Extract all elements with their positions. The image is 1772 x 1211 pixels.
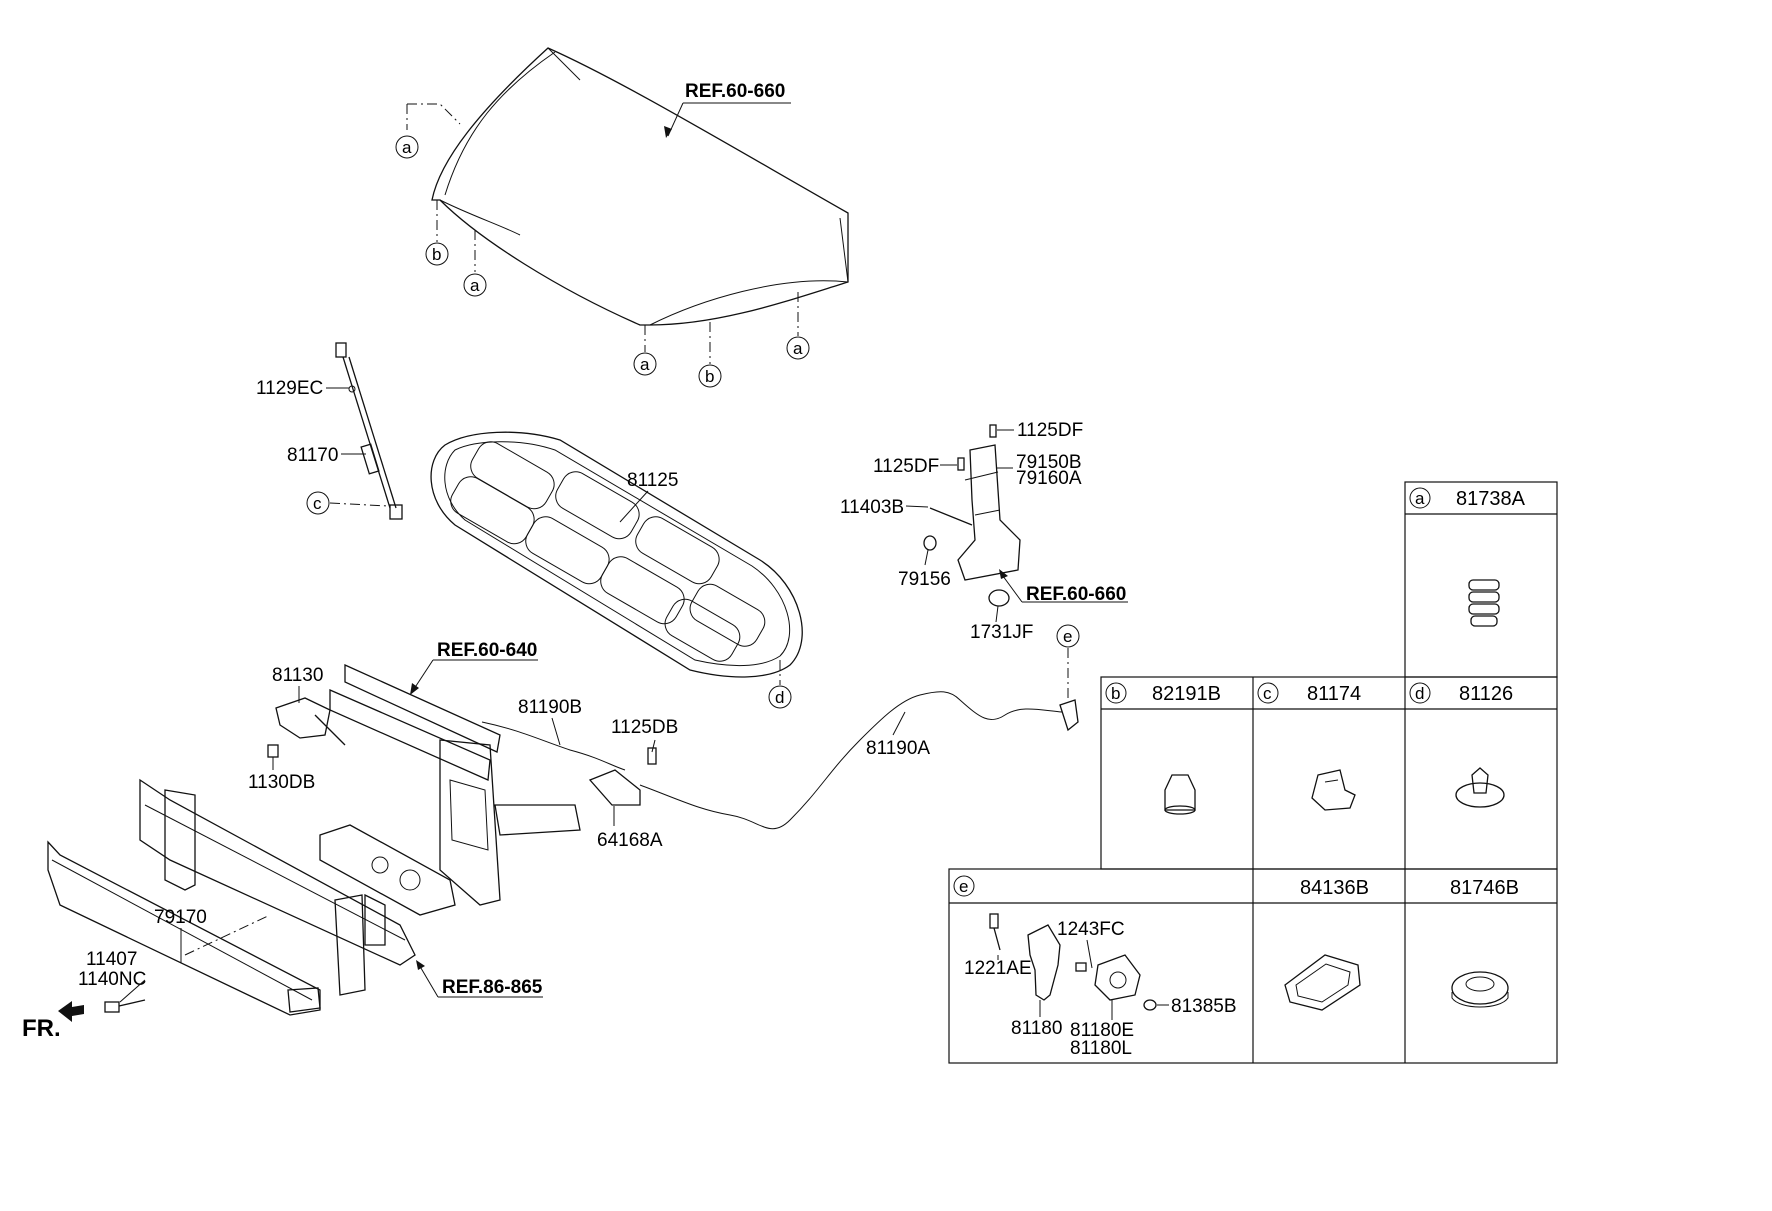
latch-81130-callouts: 81130 1130DB	[248, 665, 323, 793]
label-79156: 79156	[898, 569, 951, 590]
hood-latch-81130	[267, 697, 346, 758]
hood-panel	[431, 47, 849, 326]
label-1125DB: 1125DB	[611, 717, 678, 738]
front-label: FR.	[22, 1015, 61, 1042]
label-1243FC: 1243FC	[1057, 919, 1125, 940]
label-81190A: 81190A	[866, 738, 930, 759]
label-1125DF-a: 1125DF	[1017, 420, 1083, 441]
marker-e-text: e	[1063, 627, 1072, 646]
ref-bumper-label: REF.86-865	[442, 977, 543, 998]
cell-84136B-code: 84136B	[1300, 877, 1369, 899]
ref-latch-label: REF.60-660	[1026, 584, 1126, 605]
release-cable: e	[481, 624, 1080, 830]
label-64168A: 64168A	[597, 830, 663, 851]
latch-callouts: 1125DF 1125DF 79150B 79160A 11403B 79156…	[840, 420, 1128, 643]
table-cell-c: c 81174	[1257, 682, 1361, 811]
label-79160A: 79160A	[1016, 468, 1082, 489]
lower-stiffener-79170	[47, 840, 321, 1016]
front-arrow-icon	[58, 1001, 84, 1022]
marker-a-text: a	[402, 138, 412, 157]
label-81180E: 81180E	[1070, 1020, 1134, 1041]
marker-a-text-4: a	[793, 339, 803, 358]
bumper-callouts: REF.86-865 79170 11407 1140NC	[78, 907, 543, 1013]
marker-b-text: b	[432, 245, 441, 264]
label-11403B: 11403B	[840, 497, 904, 518]
clip-icon	[1311, 769, 1356, 811]
grommet-icon	[1451, 971, 1509, 1008]
cell-a-code: 81738A	[1456, 488, 1526, 510]
cell-e-marker: e	[959, 877, 968, 896]
label-81125: 81125	[627, 470, 678, 491]
cell-b-code: 82191B	[1152, 683, 1221, 705]
ref-latch-callout: REF.60-660	[999, 569, 1128, 605]
parts-table	[948, 481, 1558, 1064]
ref-carrier-callout: REF.60-640	[410, 640, 538, 695]
label-81385B: 81385B	[1171, 996, 1237, 1017]
marker-b-text-2: b	[705, 367, 714, 386]
label-1731JF: 1731JF	[970, 622, 1033, 643]
label-1130DB: 1130DB	[248, 772, 315, 793]
label-81190B: 81190B	[518, 697, 582, 718]
ref-hood-callout: REF.60-660	[664, 81, 791, 138]
rubber-cushion-icon	[1164, 774, 1196, 815]
label-1221AE: 1221AE	[964, 958, 1032, 979]
cell-c-marker: c	[1263, 684, 1272, 703]
table-cell-d: d 81126	[1409, 682, 1513, 808]
marker-d-text: d	[775, 688, 784, 707]
cell-81746B-code: 81746B	[1450, 877, 1519, 899]
release-handle-icon	[989, 913, 1157, 1011]
hood-latch-assembly	[923, 424, 1021, 607]
cell-a-marker: a	[1415, 489, 1425, 508]
table-cell-b: b 82191B	[1105, 682, 1221, 815]
marker-c-text: c	[313, 494, 322, 513]
stay-rod-callouts: 1129EC 81170 c	[256, 378, 389, 515]
label-81130: 81130	[272, 665, 323, 686]
cell-d-code: 81126	[1459, 683, 1513, 705]
ref-hood-label: REF.60-660	[685, 81, 785, 102]
cell-b-marker: b	[1111, 684, 1120, 703]
front-end-carrier	[319, 663, 581, 916]
label-1125DF-b: 1125DF	[873, 456, 939, 477]
ref-bumper-callout: REF.86-865	[416, 960, 543, 998]
cell-d-marker: d	[1415, 684, 1424, 703]
label-79170: 79170	[154, 907, 207, 928]
table-cell-a: a 81738A	[1409, 487, 1526, 627]
label-81180: 81180	[1011, 1018, 1062, 1039]
table-cell-81746B: 81746B	[1450, 877, 1519, 1008]
bumper-beam	[139, 778, 416, 996]
rubber-bumper-stop-icon	[1468, 579, 1500, 627]
marker-a-circle	[395, 135, 419, 159]
label-81180L: 81180L	[1070, 1038, 1132, 1059]
marker-a-text-2: a	[470, 276, 480, 295]
marker-a-text-3: a	[640, 355, 650, 374]
hood-stay-rod	[335, 342, 403, 520]
label-1129EC: 1129EC	[256, 378, 323, 399]
label-79150B: 79150B	[1016, 452, 1082, 473]
ref-carrier-label: REF.60-640	[437, 640, 537, 661]
hood-markers: a b a a b a	[395, 103, 810, 388]
insulator-callouts: 81125 d	[619, 470, 792, 709]
cable-callouts: 81190B 81190A 1125DB 64168A	[518, 697, 930, 851]
push-clip-icon	[1455, 767, 1505, 808]
label-1140NC: 1140NC	[78, 969, 146, 990]
label-11407: 11407	[86, 949, 137, 970]
table-cell-e: e 1243FC 1221AE 81180 81180E 81180L 8138…	[953, 875, 1237, 1059]
hood-insulator	[430, 431, 803, 678]
seal-pad-icon	[1284, 954, 1361, 1011]
cell-c-code: 81174	[1307, 683, 1361, 705]
front-direction-indicator: FR.	[22, 1001, 84, 1042]
table-cell-84136B: 84136B	[1284, 877, 1369, 1011]
label-81170: 81170	[287, 445, 338, 466]
